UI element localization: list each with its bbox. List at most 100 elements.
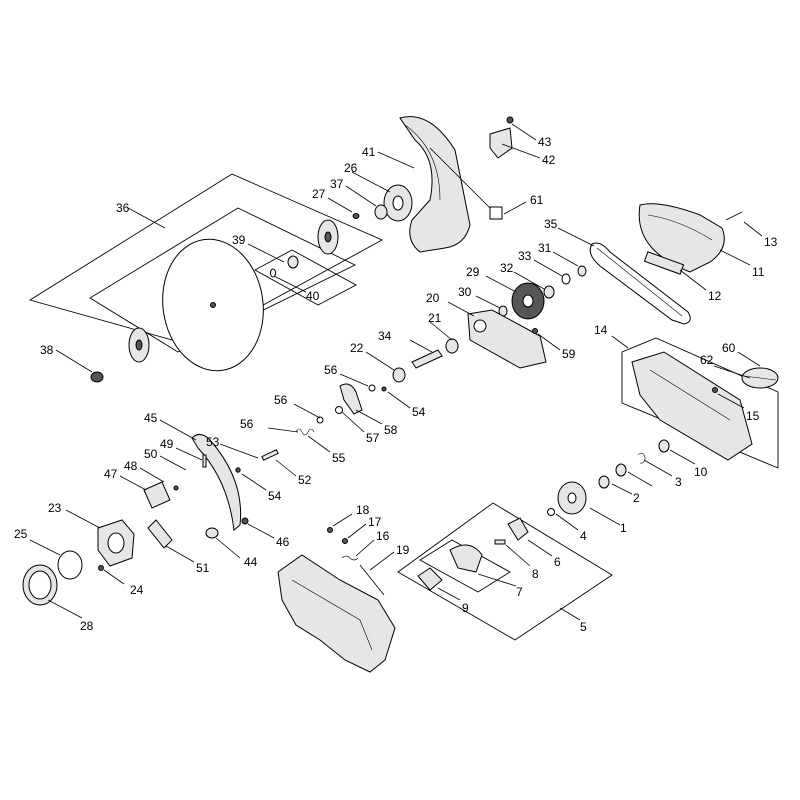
callout-21: 21: [428, 311, 442, 325]
callout-49: 49: [160, 437, 174, 451]
blade-guard-edge: [404, 124, 441, 201]
callout-25: 25: [14, 527, 28, 541]
drive-belt-inner: [596, 247, 683, 317]
callout-1: 1: [620, 521, 627, 535]
washer-33: [561, 273, 571, 285]
bushing-44: [205, 527, 219, 539]
callout-39: 39: [232, 233, 246, 247]
callout-56-upper: 56: [324, 363, 338, 377]
blade-inner-frame: [89, 207, 357, 353]
callout-22: 22: [350, 341, 364, 355]
ring-40: [270, 268, 276, 278]
callout-20: 20: [426, 291, 440, 305]
knob-47: [143, 481, 171, 509]
washer-56-upper: [368, 384, 376, 392]
callout-3: 3: [675, 475, 682, 489]
seal-ring-28-bore: [28, 570, 52, 600]
callout-4: 4: [580, 529, 587, 543]
screw-43: [506, 116, 514, 124]
callout-38: 38: [40, 343, 54, 357]
cover-group-frame: [621, 337, 779, 469]
nut-10: [658, 439, 670, 453]
bolt-13: [725, 211, 743, 221]
washer-37: [374, 204, 388, 220]
washer-4: [547, 508, 555, 516]
cover-14: [631, 351, 753, 461]
belt-cover-detail: [647, 214, 713, 241]
callout-51: 51: [196, 561, 210, 575]
drum-1-hub: [567, 492, 577, 504]
screw-15: [712, 387, 718, 393]
callout-8: 8: [532, 567, 539, 581]
callout-13: 13: [764, 235, 778, 249]
washer-group-frame: [254, 249, 357, 306]
callout-62: 62: [700, 353, 714, 367]
arc-lever-45: [191, 434, 242, 531]
belt-cover-11: [638, 203, 725, 273]
cap-60-line: [743, 375, 777, 381]
arm-plate-20: [467, 309, 547, 369]
bearing-22: [392, 367, 406, 383]
callout-56-mid: 56: [274, 393, 288, 407]
strip-12: [643, 251, 685, 275]
callout-26: 26: [344, 161, 358, 175]
circlip-3: [637, 452, 646, 464]
callout-11: 11: [752, 265, 765, 279]
parts: [22, 116, 779, 673]
callout-42: 42: [542, 153, 556, 167]
blade-guard: [399, 116, 471, 253]
nut-2b: [615, 463, 627, 477]
bolt-38: [90, 371, 104, 383]
callout-58: 58: [384, 423, 398, 437]
callout-10: 10: [694, 465, 708, 479]
callout-54-upper: 54: [412, 405, 426, 419]
clutch-shoe-7: [449, 544, 483, 573]
spring-16: [341, 555, 359, 561]
callout-19: 19: [396, 543, 410, 557]
bearing-21: [445, 338, 459, 354]
spring-55: [295, 428, 315, 436]
callout-60: 60: [722, 341, 736, 355]
nut-31: [577, 265, 587, 277]
callout-17: 17: [368, 515, 382, 529]
pin-54-upper: [381, 386, 387, 392]
screw-24: [98, 565, 104, 571]
callout-15: 15: [746, 409, 760, 423]
clip-50: [173, 485, 179, 491]
shaft-34: [411, 349, 443, 369]
callout-29: 29: [466, 265, 480, 279]
callout-53: 53: [206, 435, 220, 449]
pin-54-lower: [235, 467, 241, 473]
callout-43: 43: [538, 135, 552, 149]
lever-58: [339, 383, 363, 415]
bracket-51: [147, 519, 173, 549]
arm-plate-hole: [473, 319, 487, 333]
sleeve-25: [57, 550, 83, 580]
callout-50: 50: [144, 447, 158, 461]
callout-9: 9: [462, 601, 469, 615]
callout-32: 32: [500, 261, 514, 275]
drive-belt: [589, 242, 691, 325]
spring-8: [494, 539, 506, 545]
callout-52: 52: [298, 473, 312, 487]
housing-23-bore: [107, 532, 125, 554]
callout-12: 12: [708, 289, 722, 303]
callout-48: 48: [124, 459, 138, 473]
nut-46: [241, 517, 249, 525]
callout-14: 14: [594, 323, 608, 337]
clutch-arm-6: [507, 517, 529, 541]
callout-31: 31: [538, 241, 552, 255]
callout-5: 5: [580, 620, 587, 634]
guard-plate-hole: [392, 195, 404, 211]
callout-36: 36: [116, 201, 130, 215]
blade-arbor-hole: [210, 302, 216, 308]
inner-flange-hub: [135, 339, 143, 351]
callout-28: 28: [80, 619, 94, 633]
crankcase-rib: [291, 579, 373, 651]
callout-40: 40: [306, 289, 320, 303]
callout-44: 44: [244, 555, 258, 569]
outer-flange-hub: [324, 231, 332, 243]
washer-57: [335, 406, 343, 414]
callout-18: 18: [356, 503, 370, 517]
